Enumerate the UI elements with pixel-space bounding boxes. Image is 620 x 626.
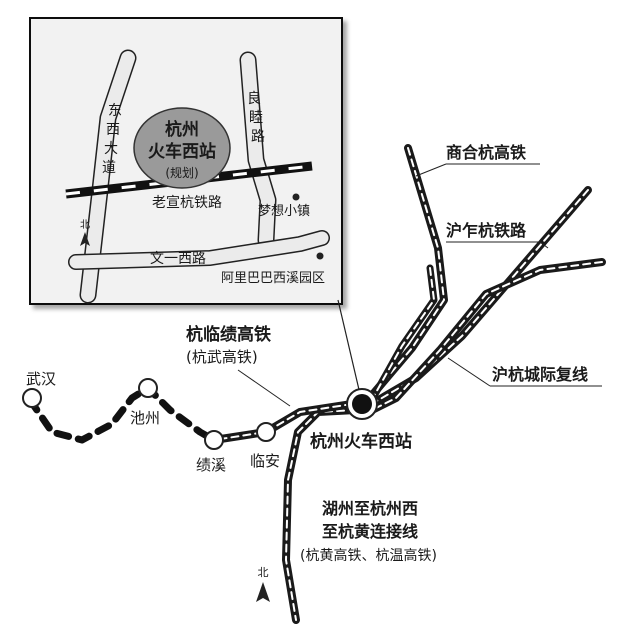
label-dongxi-road: 东 西 大 道 [102,103,122,176]
station-hangzhou-west[interactable] [346,388,378,420]
city-linan-marker[interactable] [256,422,276,442]
leader-huhang [447,357,491,387]
label-dongxi-road-char: 道 [102,160,116,176]
city-wuhan-marker[interactable] [22,388,42,408]
label-huzhou-link-2: 至杭黄连接线 [322,522,418,541]
label-hanghuang-hangwen: (杭黄高铁、杭温高铁) [300,547,437,564]
inset-north-arrow: 北 [80,219,90,246]
label-mengxiang-town: 梦想小镇 [258,203,310,219]
label-wenyixi-road: 文一西路 [150,251,206,267]
inset-roads [68,49,330,304]
rail-hanglinji [210,400,356,444]
bubble-line1: 杭州 [165,119,199,140]
label-huzhou-link-1: 湖州至杭州西 [322,499,418,518]
label-hanglinji-line: 杭临绩高铁 [186,324,271,345]
label-huhang-intercity-line: 沪杭城际复线 [492,365,588,384]
main-north-label: 北 [258,566,269,579]
label-liangmu-road-char: 路 [251,129,265,145]
inset-north-label: 北 [80,219,90,231]
rail-inner-branch [370,264,438,400]
label-hangzhou-west-station: 杭州火车西站 [310,431,412,452]
leader-huzhahang [539,241,549,249]
inset-station-bubble: 杭州 火车西站 (规划) [133,107,231,189]
label-laoxuanhang-railway: 老宣杭铁路 [152,195,222,211]
bubble-note: (规划) [165,165,198,180]
label-liangmu-road: 良 睦 路 [247,91,265,145]
inset-leader-line [337,299,361,395]
label-wuhan: 武汉 [26,370,56,388]
label-chizhou: 池州 [130,409,160,427]
label-hangwu-line: (杭武高铁) [186,348,258,366]
label-linan: 临安 [250,452,280,470]
rail-planned-wuhan [26,384,218,444]
inset-map: 杭州 火车西站 (规划) 东 西 大 道 良 睦 路 老宣杭铁路 文一西路 梦想… [29,17,343,305]
bubble-line2: 火车西站 [148,141,216,162]
rail-shanghehang [364,144,448,404]
label-dongxi-road-char: 东 [108,103,122,119]
label-jixi: 绩溪 [196,456,226,474]
leader-shanghehang [415,163,447,177]
rail-huhang-intercity [368,258,606,414]
city-chizhou-marker[interactable] [138,378,158,398]
poi-mengxiang-dot [292,193,300,201]
city-jixi-marker[interactable] [204,430,224,450]
leader-hanglinji [237,369,291,407]
rail-lines [26,144,606,624]
label-liangmu-road-char: 良 [247,91,261,107]
label-alibaba-park: 阿里巴巴西溪园区 [221,271,325,286]
label-dongxi-road-char: 西 [106,122,120,138]
label-dongxi-road-char: 大 [104,141,118,157]
label-shanghehang-line: 商合杭高铁 [446,143,526,162]
main-north-arrow: 北 [256,566,270,602]
label-liangmu-road-char: 睦 [249,110,263,126]
label-huzhahang-line: 沪乍杭铁路 [446,221,527,240]
poi-alibaba-dot [316,252,324,260]
